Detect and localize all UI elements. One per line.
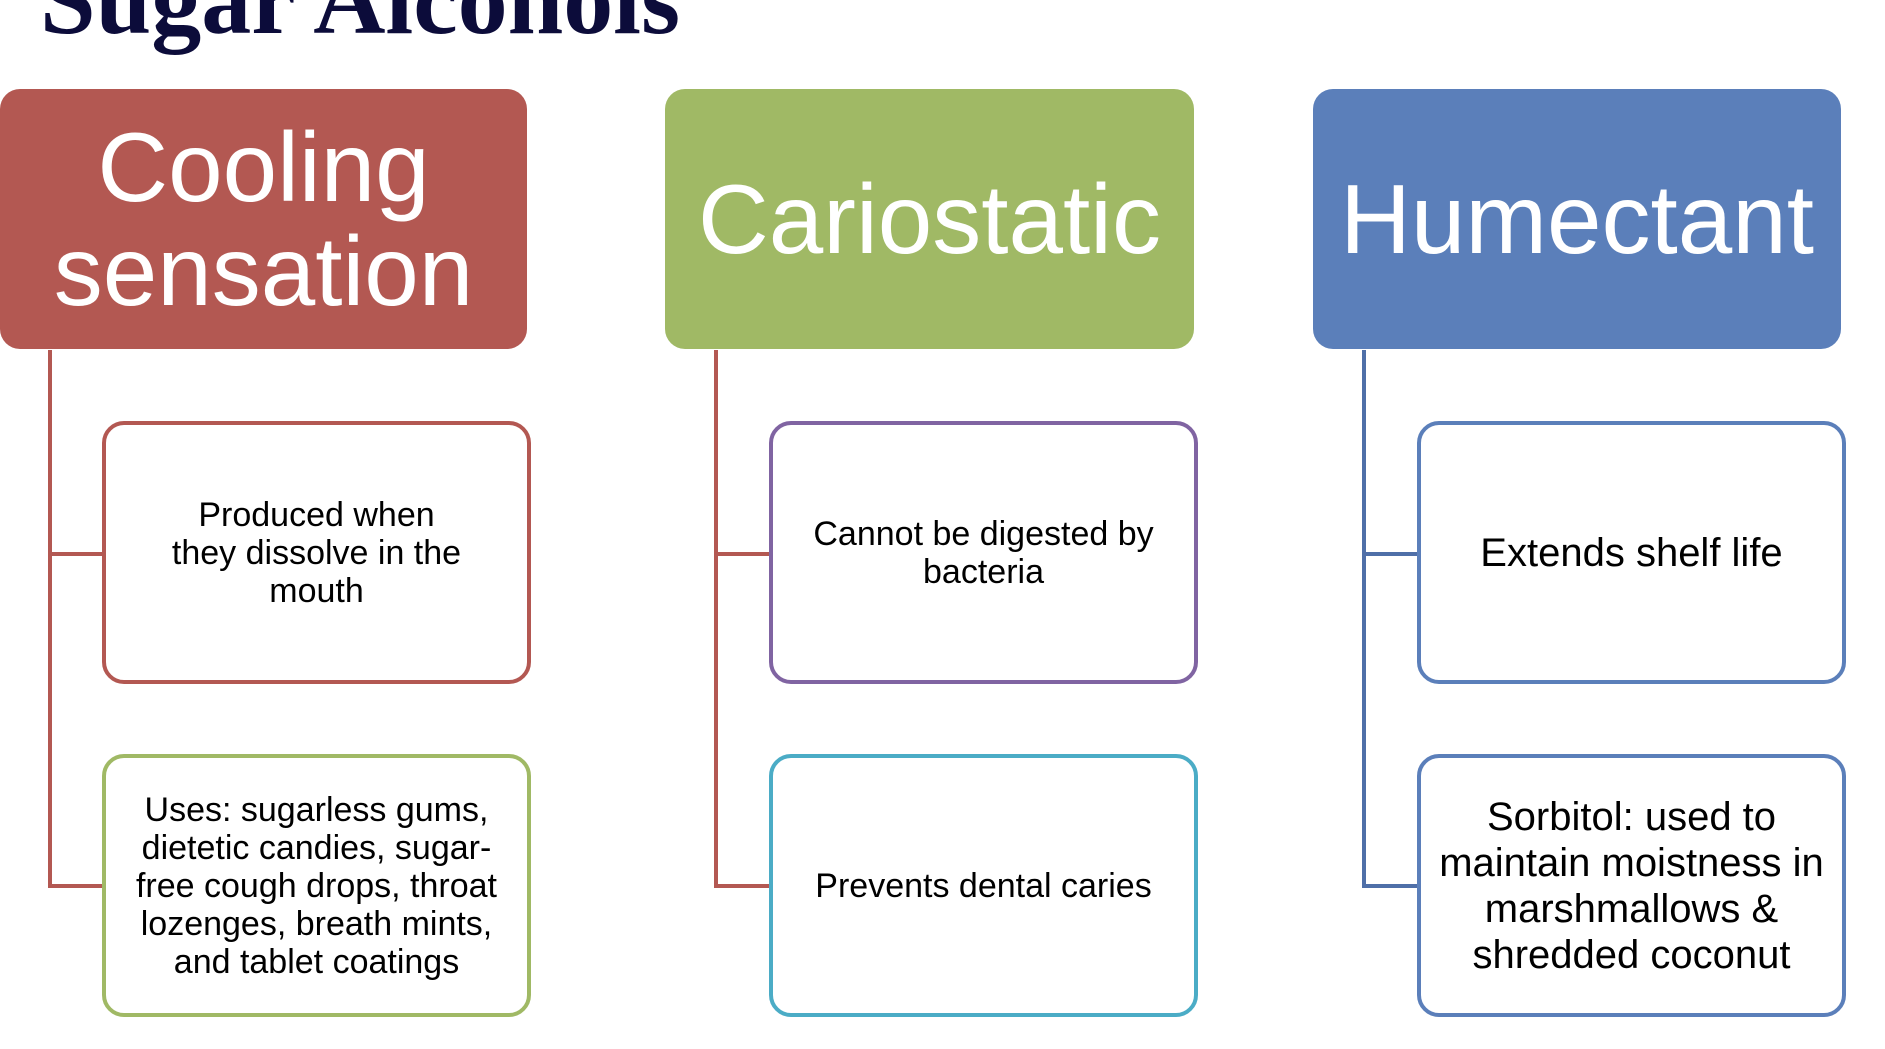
slide-title: Sugar Alcohols	[40, 0, 680, 57]
heading-humectant: Humectant	[1313, 89, 1841, 349]
heading-cariostatic: Cariostatic	[665, 89, 1194, 349]
connector-line	[714, 350, 718, 888]
connector-line	[48, 350, 52, 888]
connector-line	[714, 884, 771, 888]
item-box: Produced when they dissolve in the mouth	[102, 421, 531, 684]
connector-line	[1362, 350, 1366, 888]
connector-line	[48, 884, 104, 888]
item-box: Prevents dental caries	[769, 754, 1198, 1017]
item-box: Sorbitol: used to maintain moistness in …	[1417, 754, 1846, 1017]
heading-cooling-sensation: Cooling sensation	[0, 89, 527, 349]
item-box: Extends shelf life	[1417, 421, 1846, 684]
item-box: Uses: sugarless gums, dietetic candies, …	[102, 754, 531, 1017]
item-box: Cannot be digested by bacteria	[769, 421, 1198, 684]
connector-line	[714, 552, 771, 556]
connector-line	[1362, 552, 1419, 556]
connector-line	[1362, 884, 1419, 888]
connector-line	[48, 552, 104, 556]
